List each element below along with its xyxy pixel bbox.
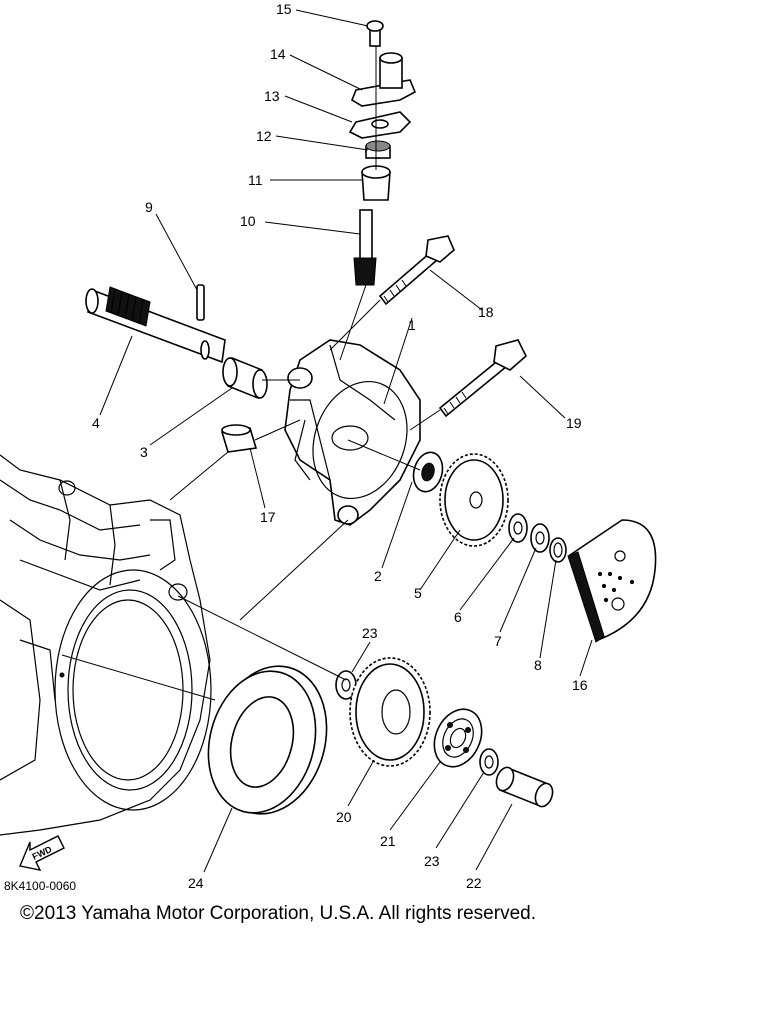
callout-21: 21 xyxy=(380,833,396,849)
part-8-clip xyxy=(549,537,567,563)
callout-11: 11 xyxy=(248,172,263,188)
callout-7: 7 xyxy=(494,633,502,649)
callout-1: 1 xyxy=(408,317,416,333)
callout-3: 3 xyxy=(140,444,148,460)
exploded-parts-diagram: 1 2 3 4 5 6 7 8 9 10 11 12 13 14 15 16 1… xyxy=(0,1,657,893)
callout-22: 22 xyxy=(466,875,482,891)
part-9-pin xyxy=(196,284,205,321)
callout-19: 19 xyxy=(566,415,582,431)
part-18-bolt xyxy=(378,235,455,306)
callout-6: 6 xyxy=(454,609,462,625)
part-22-sleeve xyxy=(495,766,554,808)
callout-16: 16 xyxy=(572,677,588,693)
callout-14: 14 xyxy=(270,46,286,62)
part-7-washer xyxy=(530,523,550,553)
callout-17: 17 xyxy=(260,509,276,525)
drawing-code: 8K4100-0060 xyxy=(4,879,76,893)
part-12-oil-seal xyxy=(365,140,391,159)
callout-8: 8 xyxy=(534,657,542,673)
part-24-seal xyxy=(207,665,328,815)
part-23-washer-lower xyxy=(479,748,499,776)
part-19-bolt xyxy=(438,339,527,418)
callout-numbers: 1 2 3 4 5 6 7 8 9 10 11 12 13 14 15 16 1… xyxy=(92,1,588,891)
callout-13: 13 xyxy=(264,88,280,104)
part-14-fitting xyxy=(351,52,417,107)
part-15-screw xyxy=(366,20,384,47)
part-4-shaft xyxy=(85,286,226,364)
part-13-gasket xyxy=(348,111,412,139)
callout-2: 2 xyxy=(374,568,382,584)
callout-5: 5 xyxy=(414,585,422,601)
copyright-notice: ©2013 Yamaha Motor Corporation, U.S.A. A… xyxy=(20,903,536,924)
callout-9: 9 xyxy=(145,199,153,215)
assembly-lines xyxy=(61,46,441,701)
leader-lines xyxy=(99,9,593,873)
part-10-drive-gear xyxy=(353,209,377,286)
part-21-bearing xyxy=(433,708,483,768)
callout-23-lower: 23 xyxy=(424,853,440,869)
callout-20: 20 xyxy=(336,809,352,825)
part-20-gear xyxy=(349,657,431,767)
part-5-sprocket xyxy=(439,453,509,547)
callout-4: 4 xyxy=(92,415,100,431)
part-17-collar xyxy=(220,424,258,453)
fwd-arrow-icon: FWD xyxy=(19,835,65,871)
callout-10: 10 xyxy=(240,213,256,229)
part-6-washer xyxy=(508,513,528,543)
callout-12: 12 xyxy=(256,128,272,144)
crankcase-drawing xyxy=(0,454,212,836)
part-2-washer xyxy=(412,451,444,493)
callout-15: 15 xyxy=(276,1,292,17)
part-16-cover xyxy=(567,519,657,643)
part-11-sleeve xyxy=(361,165,391,201)
callout-23-upper: 23 xyxy=(362,625,378,641)
callout-24: 24 xyxy=(188,875,204,891)
part-3-bushing xyxy=(222,356,268,400)
callout-18: 18 xyxy=(478,304,494,320)
part-1-housing xyxy=(284,339,421,526)
